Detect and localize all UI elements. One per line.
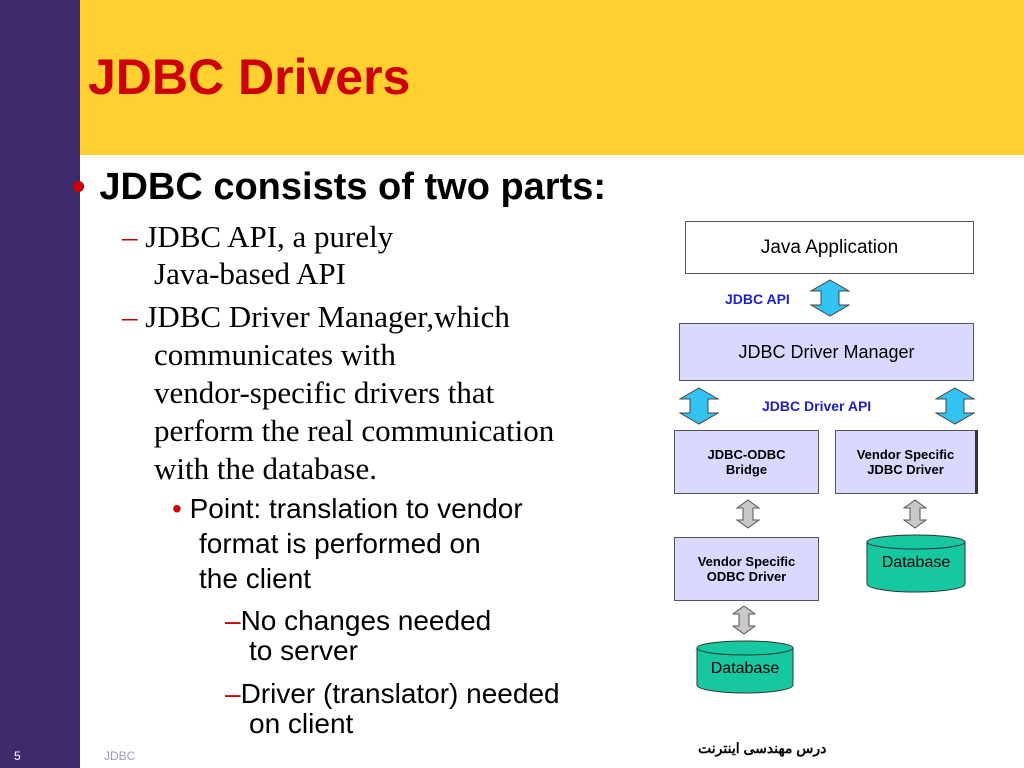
slide-header-band <box>80 0 1024 155</box>
sub-item-2: – JDBC Driver Manager,which <box>122 298 510 335</box>
double-arrow-icon <box>903 499 927 529</box>
note-2-line-1: Driver (translator) needed <box>240 678 560 709</box>
sub-item-2-line-2: communicates with <box>154 337 396 372</box>
point-bullet: • Point: translation to vendor <box>172 492 523 526</box>
vendor-jdbc-driver-box: Vendor Specific JDBC Driver <box>835 430 978 494</box>
dash-marker: – <box>225 605 241 636</box>
java-application-box: Java Application <box>685 221 974 274</box>
footer-topic: JDBC <box>104 749 136 763</box>
jdbc-driver-api-label: JDBC Driver API <box>762 398 872 414</box>
database-right-label: Database <box>881 554 951 571</box>
double-arrow-icon <box>679 387 719 425</box>
bullet-dot: • <box>172 493 182 524</box>
database-bottom-label: Database <box>710 660 780 677</box>
database-bottom-icon: Database <box>696 640 794 694</box>
double-arrow-icon <box>736 499 760 529</box>
bridge-line-1: JDBC-ODBC <box>707 447 786 462</box>
sub-item-2-line-3: vendor-specific drivers that <box>154 375 495 410</box>
point-line-3: the client <box>199 563 312 594</box>
slide-sidebar <box>0 0 80 768</box>
sub-item-1-line-1: JDBC API, a purely <box>145 219 394 254</box>
double-arrow-icon <box>732 605 756 635</box>
bridge-line-2: Bridge <box>725 462 768 477</box>
dash-marker: – <box>225 678 241 709</box>
driver-manager-box: JDBC Driver Manager <box>679 323 974 381</box>
vendor-jdbc-line-2: JDBC Driver <box>867 462 944 477</box>
sub-item-2-line-4: perform the real communication <box>154 413 555 448</box>
slide-title: JDBC Drivers <box>88 49 411 105</box>
point-line-1: Point: translation to vendor <box>189 493 523 524</box>
sub-item-1: – JDBC API, a purely <box>122 218 393 255</box>
page-number: 5 <box>14 749 21 763</box>
dash-marker: – <box>122 299 138 334</box>
java-application-label: Java Application <box>760 236 899 258</box>
main-bullet-text: JDBC consists of two parts: <box>99 166 607 208</box>
jdbc-odbc-bridge-box: JDBC-ODBC Bridge <box>674 430 819 494</box>
sub-item-2-line-5: with the database. <box>154 451 377 486</box>
note-2-line-2: on client <box>249 708 354 739</box>
footer-course: درس مهندسی اینترنت <box>698 740 827 756</box>
bullet-dot: • <box>72 166 86 208</box>
vendor-odbc-line-2: ODBC Driver <box>706 569 787 584</box>
vendor-jdbc-line-1: Vendor Specific <box>856 447 955 462</box>
jdbc-api-label: JDBC API <box>725 291 790 307</box>
sub-item-2-line-1: JDBC Driver Manager,which <box>145 299 510 334</box>
database-right-icon: Database <box>866 534 966 594</box>
sub-item-1-line-2: Java-based API <box>154 256 346 291</box>
double-arrow-icon <box>935 387 975 425</box>
main-bullet: • JDBC consists of two parts: <box>72 166 606 209</box>
dash-marker: – <box>122 219 138 254</box>
vendor-odbc-line-1: Vendor Specific <box>697 554 796 569</box>
note-1: –No changes needed <box>225 606 491 636</box>
vendor-odbc-driver-box: Vendor Specific ODBC Driver <box>674 537 819 601</box>
driver-manager-label: JDBC Driver Manager <box>738 341 915 362</box>
note-1-line-2: to server <box>249 635 358 666</box>
point-line-2: format is performed on <box>199 528 481 559</box>
note-2: –Driver (translator) needed <box>225 679 560 709</box>
double-arrow-icon <box>810 279 850 317</box>
note-1-line-1: No changes needed <box>240 605 492 636</box>
